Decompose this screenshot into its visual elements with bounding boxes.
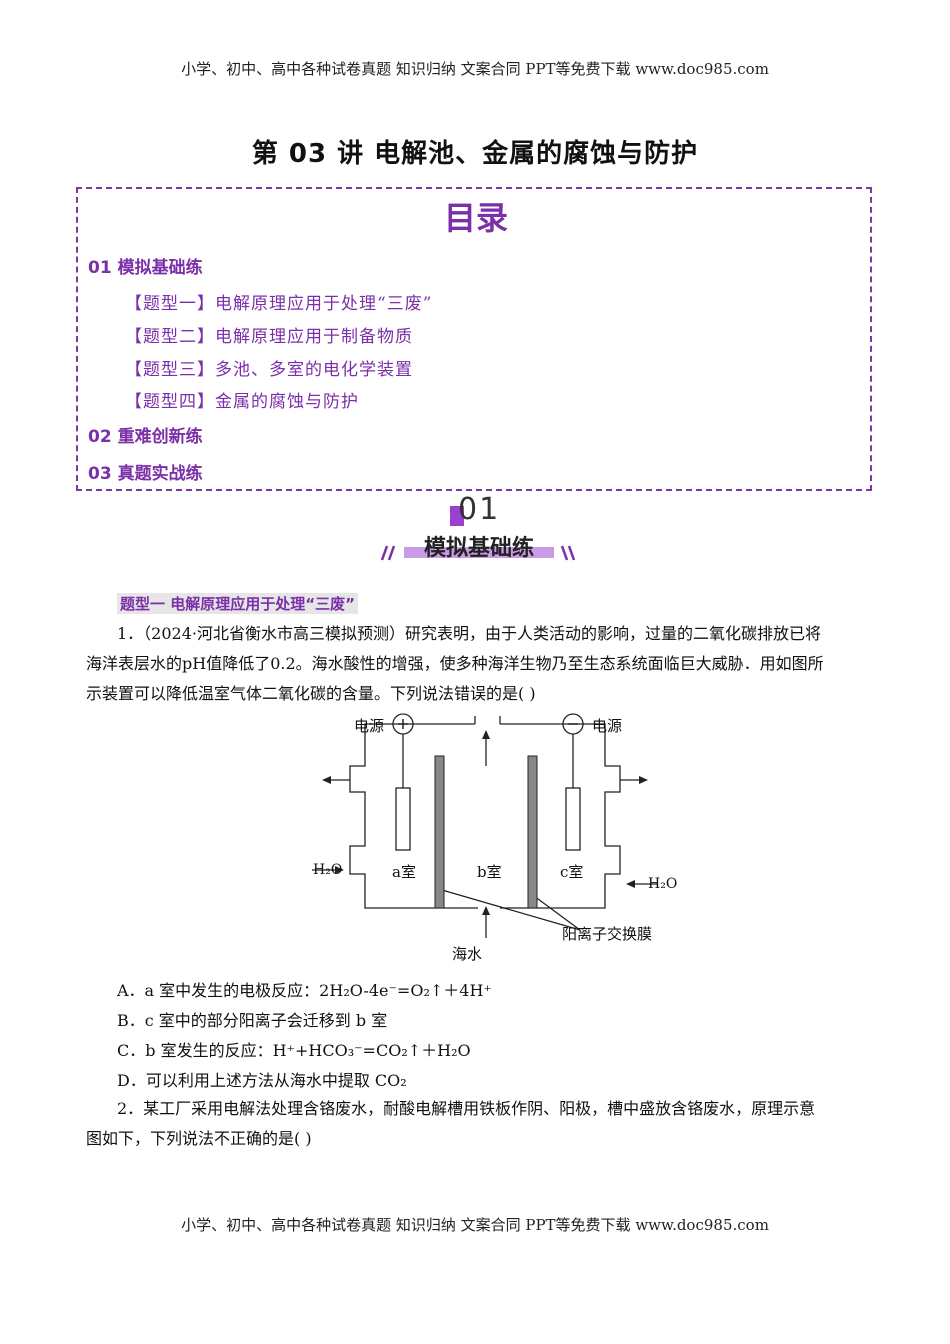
option-a: A．a 室中发生的电极反应：2H₂O-4e⁻=O₂↑＋4H⁺ [117, 981, 492, 1000]
room-a-label: a室 [392, 863, 416, 881]
question-type-label: 题型一 电解原理应用于处理“三废” [117, 593, 358, 614]
banner-number: 01 [458, 492, 501, 527]
option-c: C．b 室发生的反应：H⁺+HCO₃⁻=CO₂↑＋H₂O [117, 1041, 471, 1060]
q1-line1: 1．（2024·河北省衡水市高三模拟预测）研究表明，由于人类活动的影响，过量的二… [117, 624, 821, 643]
electrolysis-diagram [312, 713, 658, 938]
room-c-label: c室 [560, 863, 584, 881]
banner-underline [404, 547, 554, 558]
membrane-label: 阳离子交换膜 [562, 925, 653, 943]
seawater-label: 海水 [452, 945, 483, 963]
toc-item-type3[interactable]: 【题型三】多池、多室的电化学装置 [125, 360, 413, 380]
toc-section-1[interactable]: 01 模拟基础练 [88, 258, 203, 278]
q1-line3: 示装置可以降低温室气体二氧化碳的含量。下列说法错误的是( ) [86, 684, 536, 703]
option-d: D．可以利用上述方法从海水中提取 CO₂ [117, 1071, 407, 1090]
toc-heading: 目录 [443, 199, 508, 237]
page-header: 小学、初中、高中各种试卷真题 知识归纳 文案合同 PPT等免费下载 www.do… [181, 60, 769, 78]
toc-section-2[interactable]: 02 重难创新练 [88, 427, 203, 447]
page-title: 第 03 讲 电解池、金属的腐蚀与防护 [251, 139, 699, 169]
section-banner: 01 模拟基础练 [380, 492, 580, 572]
toc-item-type2[interactable]: 【题型二】电解原理应用于制备物质 [125, 327, 413, 347]
q1-line2: 海洋表层水的pH值降低了0.2。海水酸性的增强，使多种海洋生物乃至生态系统面临巨… [86, 654, 824, 673]
power-label-left: 电源 [354, 717, 385, 735]
toc-item-type1[interactable]: 【题型一】电解原理应用于处理“三废” [125, 294, 433, 314]
q2-line1: 2．某工厂采用电解法处理含铬废水，耐酸电解槽用铁板作阴、阳极，槽中盛放含铬废水，… [117, 1099, 816, 1118]
q2-line2: 图如下，下列说法不正确的是( ) [86, 1129, 312, 1148]
power-label-right: 电源 [592, 717, 623, 735]
water-inlet-left: H₂O [313, 862, 343, 878]
banner-label: 模拟基础练 [423, 536, 534, 561]
table-of-contents: 目录 01 模拟基础练 【题型一】电解原理应用于处理“三废” 【题型二】电解原理… [76, 187, 872, 491]
toc-section-3[interactable]: 03 真题实战练 [88, 464, 203, 484]
banner-slashes [380, 545, 576, 561]
room-b-label: b室 [477, 863, 502, 881]
toc-item-type4[interactable]: 【题型四】金属的腐蚀与防护 [125, 392, 359, 412]
banner-accent-block [450, 506, 464, 526]
option-b: B．c 室中的部分阳离子会迁移到 b 室 [117, 1011, 388, 1030]
page-footer: 小学、初中、高中各种试卷真题 知识归纳 文案合同 PPT等免费下载 www.do… [181, 1216, 769, 1234]
water-inlet-right: H₂O [648, 876, 678, 892]
